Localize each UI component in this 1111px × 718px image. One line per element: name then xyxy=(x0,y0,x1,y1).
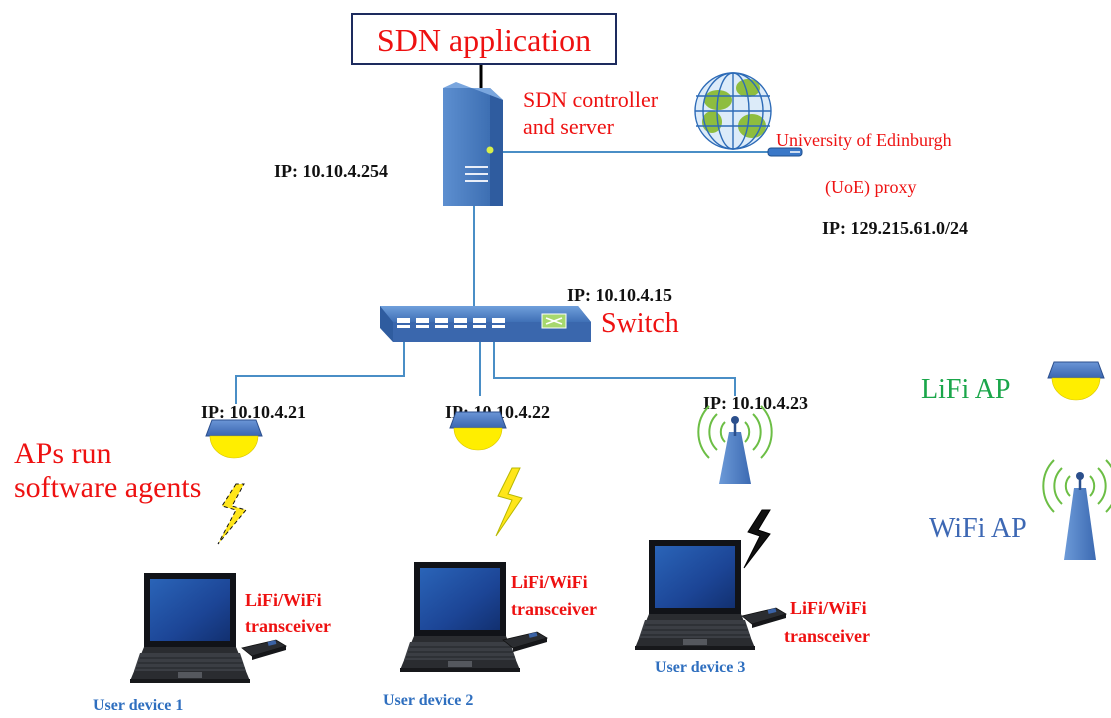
laptop-1-icon xyxy=(129,572,251,684)
proxy-label-line2: (UoE) proxy xyxy=(825,177,916,198)
switch-ip: IP: 10.10.4.15 xyxy=(567,285,672,305)
transceiver-2-line1: LiFi/WiFi xyxy=(511,572,588,592)
switch-label: Switch xyxy=(601,308,679,339)
ap3-ip: IP: 10.10.4.23 xyxy=(703,393,808,413)
transceiver-3-line2: transceiver xyxy=(784,626,870,646)
dongle-1-icon xyxy=(241,639,287,661)
legend-wifi-icon xyxy=(1042,459,1111,560)
lifi-link-1-icon xyxy=(217,483,247,545)
transceiver-3-line1: LiFi/WiFi xyxy=(790,598,867,618)
controller-label-line1: SDN controller xyxy=(523,87,659,112)
transceiver-1-line1: LiFi/WiFi xyxy=(245,590,322,610)
legend-lifi-label: LiFi AP xyxy=(921,374,1010,405)
dongle-3-icon xyxy=(741,607,787,629)
user-device-1-label: User device 1 xyxy=(93,697,183,714)
laptop-3-icon xyxy=(634,539,756,651)
wifi-link-3-icon xyxy=(743,509,771,569)
user-device-2-label: User device 2 xyxy=(383,692,473,709)
transceiver-1-line2: transceiver xyxy=(245,616,331,636)
server-icon xyxy=(443,82,503,206)
proxy-label-line1: University of Edinburgh xyxy=(776,130,952,150)
user-device-3-label: User device 3 xyxy=(655,659,745,676)
ap1-ip: IP: 10.10.4.21 xyxy=(201,402,306,422)
legend-lifi-icon xyxy=(1047,361,1105,401)
legend: LiFi AP WiFi AP xyxy=(921,361,1111,560)
link-switch-ap3 xyxy=(493,334,736,396)
globe-icon xyxy=(694,72,772,150)
switch-icon xyxy=(380,306,591,342)
controller-ip: IP: 10.10.4.254 xyxy=(274,161,388,181)
sdn-application-label: SDN application xyxy=(377,22,591,58)
wifi-ap-3-icon xyxy=(697,405,773,484)
lifi-link-2-icon xyxy=(495,467,523,537)
network-links xyxy=(235,65,770,404)
link-switch-ap1 xyxy=(235,334,405,404)
lifi-ap-2-icon xyxy=(449,411,507,451)
agents-note-line1: APs run xyxy=(14,437,112,470)
laptop-2-icon xyxy=(399,561,521,673)
sdn-application-box: SDN application xyxy=(351,13,617,65)
agents-note-line2: software agents xyxy=(14,471,201,504)
transceiver-2-line2: transceiver xyxy=(511,599,597,619)
proxy-ip: IP: 129.215.61.0/24 xyxy=(822,218,968,238)
controller-label-line2: and server xyxy=(523,114,615,139)
proxy-router-icon xyxy=(767,147,803,157)
lifi-ap-1-icon xyxy=(205,419,263,459)
legend-wifi-label: WiFi AP xyxy=(929,513,1027,544)
